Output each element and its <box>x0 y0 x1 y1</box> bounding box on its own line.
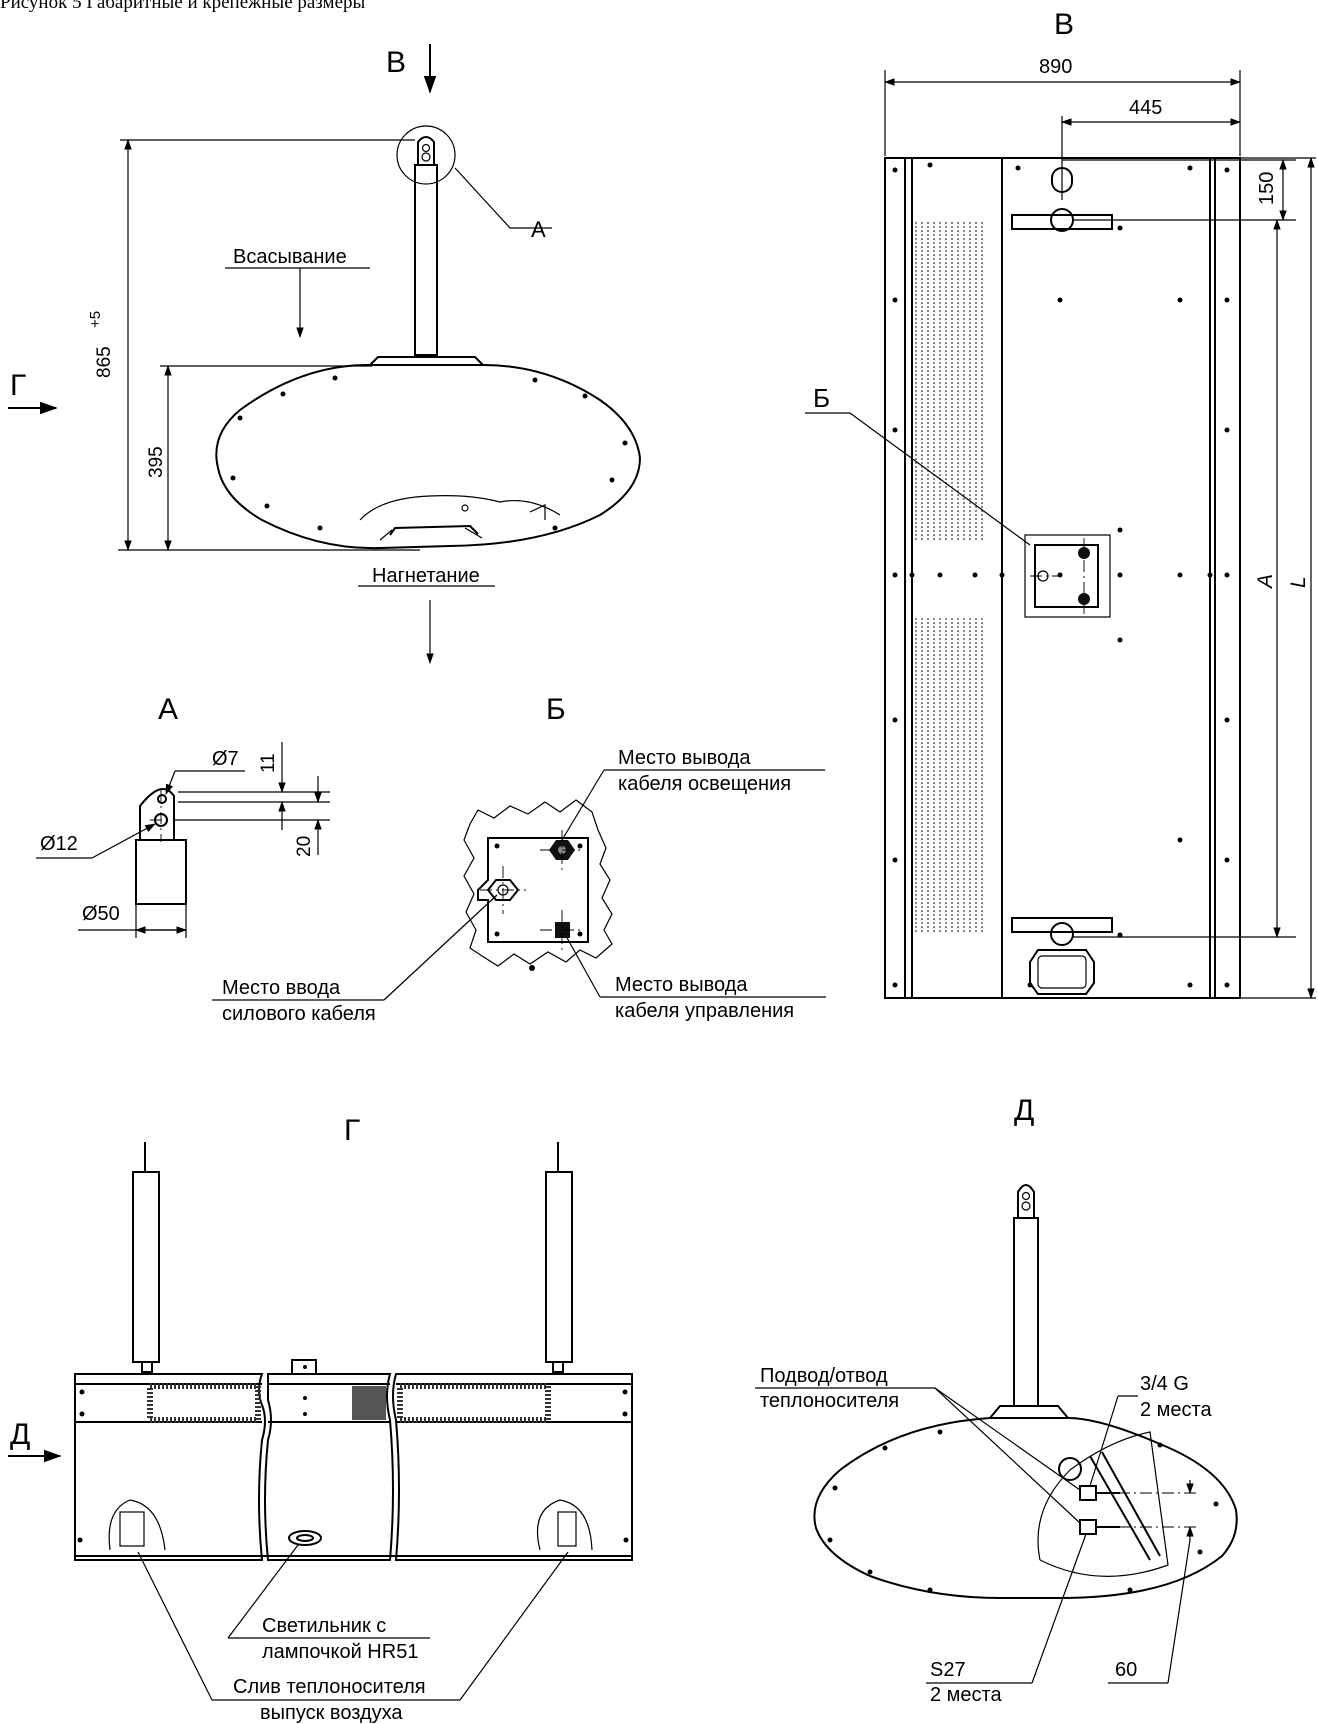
lamp-fixture <box>288 1530 322 1546</box>
dim-890: 890 <box>1039 56 1072 78</box>
front-left-section <box>74 1373 266 1561</box>
terminal-box <box>1029 949 1095 995</box>
dim-d7: Ø7 <box>212 748 239 770</box>
wrench-label-1: S27 <box>930 1659 966 1681</box>
detail-a-pipe <box>135 839 187 905</box>
dim-20: 20 <box>294 836 315 857</box>
connection-pipe-upper <box>1058 1457 1082 1481</box>
control-cable-label-2: кабеля управления <box>615 1000 794 1022</box>
power-cable-label-1: Место ввода <box>222 977 341 999</box>
wrench-label-2: 2 места <box>930 1684 1002 1706</box>
front-right-section <box>392 1373 633 1561</box>
view-g-title: Г <box>344 1114 360 1147</box>
figure-caption: Рисунок 5 Габаритные и крепежные размеры <box>0 0 366 13</box>
outlet-label: Нагнетание <box>372 565 480 587</box>
light-cable-label-2: кабеля освещения <box>618 773 791 795</box>
right-hanger <box>545 1171 573 1363</box>
power-cable-label-2: силового кабеля <box>222 1003 376 1025</box>
supply-label-2: теплоносителя <box>760 1390 899 1412</box>
end-view-hanger-rod <box>1013 1217 1039 1407</box>
upper-mount-bar <box>1011 214 1113 230</box>
dim-d12: Ø12 <box>40 833 78 855</box>
intake-label: Всасывание <box>233 246 347 268</box>
view-arrow-g-label: Г <box>10 369 26 402</box>
detail-a-circle <box>396 125 456 185</box>
view-d-title: Д <box>1014 1094 1034 1127</box>
view-v-title: В <box>1054 8 1074 41</box>
left-hanger <box>132 1171 160 1363</box>
dim-445: 445 <box>1129 97 1162 119</box>
light-cable-label-1: Место вывода <box>618 747 751 769</box>
drain-label-1: Слив теплоносителя <box>233 1676 426 1698</box>
supply-label-1: Подвод/отвод <box>760 1365 888 1387</box>
side-view: В А 865 +5 395 <box>8 44 642 665</box>
curtain-body-profile <box>215 363 642 550</box>
dim-body-height: 395 <box>146 446 167 478</box>
dim-11: 11 <box>258 753 279 773</box>
mount-bracket <box>369 356 484 366</box>
thread-label-2: 2 места <box>1140 1399 1212 1421</box>
front-middle-section <box>264 1373 394 1561</box>
callout-b: Б <box>813 383 830 413</box>
dim-60: 60 <box>1115 1659 1137 1681</box>
connection-fitting-upper <box>1079 1485 1097 1501</box>
top-view-grilles <box>915 222 983 932</box>
control-cable-label-1: Место вывода <box>615 974 748 996</box>
dim-d50: Ø50 <box>82 903 120 925</box>
detail-b-title: Б <box>546 693 566 726</box>
detail-a: А Ø7 11 20 Ø12 Ø50 <box>36 693 330 938</box>
detail-a-callout: А <box>531 217 546 242</box>
dim-l: L <box>1287 576 1310 588</box>
front-grilles <box>147 1383 551 1423</box>
thread-label-1: 3/4 G <box>1140 1373 1189 1395</box>
view-arrow-d-label: Д <box>10 1418 30 1451</box>
view-arrow-v-label: В <box>386 46 406 79</box>
detail-a-title: А <box>158 693 178 726</box>
hanger-lug <box>417 136 435 165</box>
dim-a: A <box>1254 574 1277 590</box>
dim-total-height: 865 <box>94 346 115 378</box>
detail-b: Б Место вывода кабеля освещения Место вв… <box>212 693 826 1025</box>
end-view: Д Подвод/отвод теплоносителя 3/4 G 2 мес… <box>755 1094 1238 1706</box>
lower-mount-bar <box>1011 917 1113 933</box>
detail-b-plate <box>477 837 589 943</box>
front-view: Г <box>8 1114 633 1724</box>
dim-total-height-tolerance: +5 <box>87 311 104 328</box>
detail-a-lug <box>139 787 175 840</box>
top-view-outline <box>884 157 1241 999</box>
detail-b-tear-outline <box>463 799 613 967</box>
end-view-body-profile <box>813 1417 1238 1599</box>
lamp-label-2: лампочкой HR51 <box>262 1641 418 1663</box>
top-view: В 890 445 <box>805 8 1316 1000</box>
drain-label-2: выпуск воздуха <box>260 1702 403 1724</box>
connection-fitting-lower <box>1079 1519 1097 1535</box>
hanger-rod <box>414 164 438 356</box>
dim-150: 150 <box>1256 172 1278 205</box>
lamp-label-1: Светильник с <box>262 1615 386 1637</box>
